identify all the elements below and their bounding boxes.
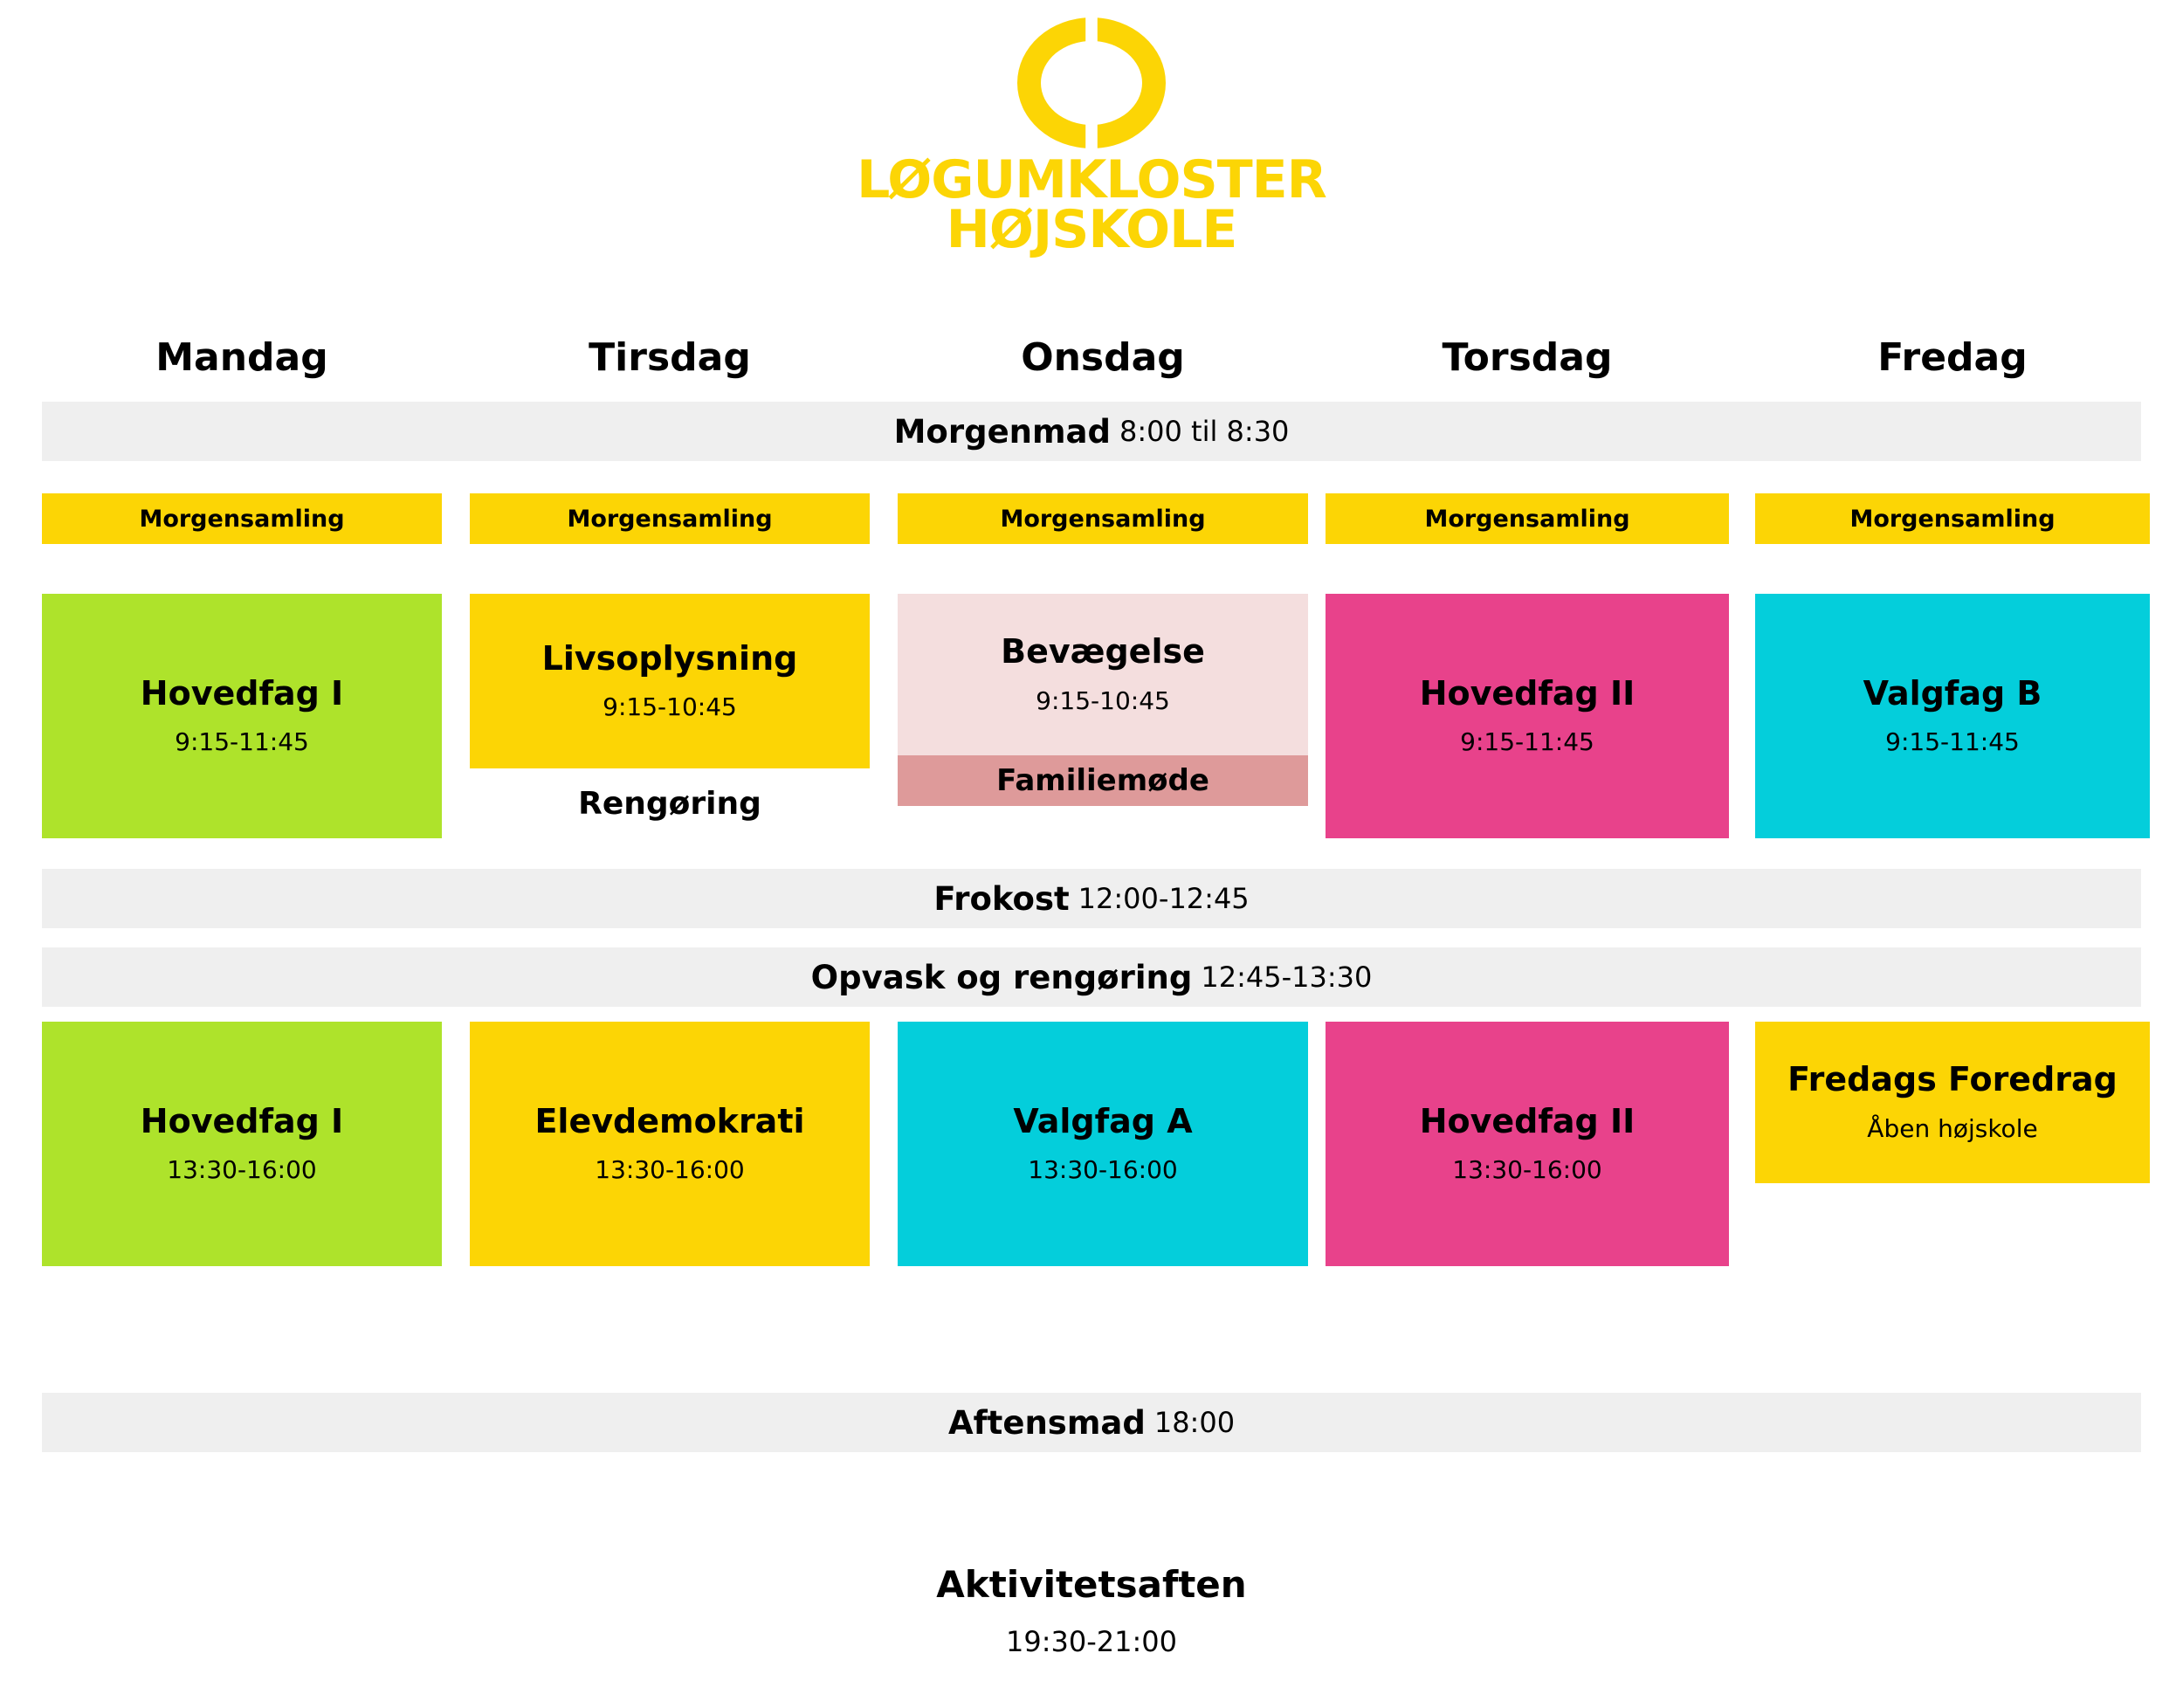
class-block-hovedfag-2-afternoon[interactable]: Hovedfag II 13:30-16:00 xyxy=(1326,1022,1729,1266)
class-block-valgfag-b[interactable]: Valgfag B 9:15-11:45 xyxy=(1755,594,2150,838)
class-name: Livsoplysning xyxy=(541,638,798,678)
banner-morgenmad: Morgenmad 8:00 til 8:30 xyxy=(42,402,2141,461)
class-name: Bevægelse xyxy=(1001,632,1205,671)
class-block-hovedfag-2-morning[interactable]: Hovedfag II 9:15-11:45 xyxy=(1326,594,1729,838)
class-block-livsoplysning[interactable]: Livsoplysning 9:15-10:45 xyxy=(470,594,870,768)
class-block-hovedfag-1-afternoon[interactable]: Hovedfag I 13:30-16:00 xyxy=(42,1022,442,1266)
class-time: 9:15-11:45 xyxy=(1460,727,1594,757)
day-header-fredag: Fredag xyxy=(1877,335,2028,380)
evening-event-name: Aktivitetsaften xyxy=(936,1563,1247,1606)
class-name: Hovedfag I xyxy=(140,673,344,713)
morgensamling-onsdag[interactable]: Morgensamling xyxy=(898,493,1308,544)
class-name: Elevdemokrati xyxy=(534,1101,805,1140)
class-time: 13:30-16:00 xyxy=(1452,1155,1602,1185)
split-ring-logo-icon xyxy=(1017,17,1166,148)
class-name: Fredags Foredrag xyxy=(1787,1060,2118,1099)
note-rengoring: Rengøring xyxy=(578,786,761,822)
morgensamling-label: Morgensamling xyxy=(1000,505,1206,533)
logo-wordmark-line1: LØGUMKLOSTER xyxy=(857,149,1327,210)
banner-morgenmad-time: 8:00 til 8:30 xyxy=(1119,415,1290,448)
banner-opvask-og-rengoring: Opvask og rengøring 12:45-13:30 xyxy=(42,947,2141,1007)
day-header-tirsdag: Tirsdag xyxy=(589,335,751,380)
banner-frokost: Frokost 12:00-12:45 xyxy=(42,869,2141,928)
morgensamling-label: Morgensamling xyxy=(1849,505,2056,533)
banner-aftensmad: Aftensmad 18:00 xyxy=(42,1393,2141,1452)
banner-frokost-title: Frokost xyxy=(933,879,1070,918)
class-time: 9:15-11:45 xyxy=(1885,727,2020,757)
class-time: 9:15-10:45 xyxy=(1036,685,1170,715)
class-block-fredags-foredrag[interactable]: Fredags Foredrag Åben højskole xyxy=(1755,1022,2150,1183)
morgensamling-label: Morgensamling xyxy=(139,505,345,533)
evening-event-time: 19:30-21:00 xyxy=(1006,1625,1177,1658)
class-name: Valgfag B xyxy=(1863,673,2042,713)
morgensamling-torsdag[interactable]: Morgensamling xyxy=(1326,493,1729,544)
banner-opvask-time: 12:45-13:30 xyxy=(1201,961,1373,994)
class-time: 13:30-16:00 xyxy=(1028,1155,1178,1185)
class-time: 9:15-11:45 xyxy=(175,727,309,757)
class-block-bevaegelse[interactable]: Bevægelse 9:15-10:45 xyxy=(898,594,1308,755)
school-logo: LØGUMKLOSTER HØJSKOLE xyxy=(0,17,2183,271)
class-time: 13:30-16:00 xyxy=(167,1155,317,1185)
banner-morgenmad-title: Morgenmad xyxy=(893,412,1112,451)
morgensamling-tirsdag[interactable]: Morgensamling xyxy=(470,493,870,544)
banner-aftensmad-title: Aftensmad xyxy=(947,1403,1146,1442)
day-header-torsdag: Torsdag xyxy=(1442,335,1613,380)
day-header-onsdag: Onsdag xyxy=(1021,335,1185,380)
morgensamling-label: Morgensamling xyxy=(567,505,773,533)
day-header-mandag: Mandag xyxy=(155,335,328,380)
morgensamling-mandag[interactable]: Morgensamling xyxy=(42,493,442,544)
morgensamling-fredag[interactable]: Morgensamling xyxy=(1755,493,2150,544)
class-block-valgfag-a[interactable]: Valgfag A 13:30-16:00 xyxy=(898,1022,1308,1266)
class-name: Hovedfag II xyxy=(1419,673,1636,713)
banner-frokost-time: 12:00-12:45 xyxy=(1078,882,1250,915)
evening-event-aktivitetsaften: Aktivitetsaften 19:30-21:00 xyxy=(0,1563,2183,1658)
event-familiemode[interactable]: Familiemøde xyxy=(898,755,1308,806)
class-time: 9:15-10:45 xyxy=(603,692,737,722)
class-time: 13:30-16:00 xyxy=(595,1155,745,1185)
class-name: Valgfag A xyxy=(1013,1101,1193,1140)
banner-aftensmad-time: 18:00 xyxy=(1153,1406,1236,1439)
morgensamling-label: Morgensamling xyxy=(1424,505,1630,533)
class-name: Hovedfag II xyxy=(1419,1101,1636,1140)
class-subtitle: Åben højskole xyxy=(1867,1113,2038,1143)
class-name: Hovedfag I xyxy=(140,1101,344,1140)
class-block-elevdemokrati[interactable]: Elevdemokrati 13:30-16:00 xyxy=(470,1022,870,1266)
banner-opvask-title: Opvask og rengøring xyxy=(810,958,1193,996)
logo-wordmark-line2: HØJSKOLE xyxy=(946,199,1238,260)
event-label: Familiemøde xyxy=(996,763,1209,798)
class-block-hovedfag-1-morning[interactable]: Hovedfag I 9:15-11:45 xyxy=(42,594,442,838)
